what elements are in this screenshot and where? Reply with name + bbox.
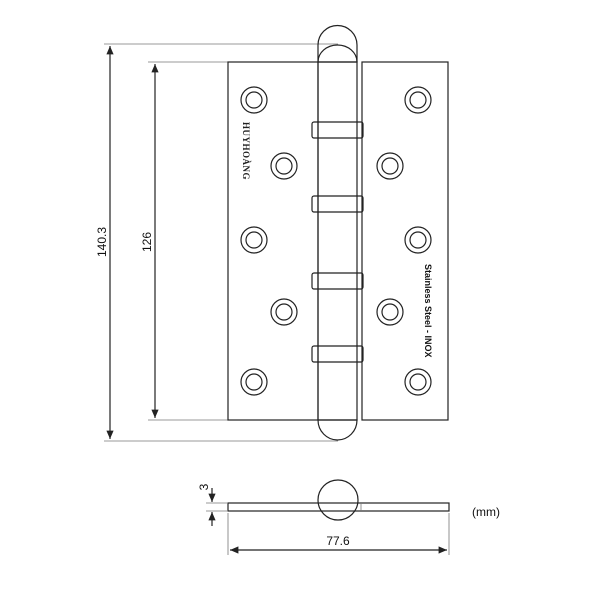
thickness-label: 3 — [197, 483, 211, 490]
screw-hole — [381, 157, 399, 175]
screw-hole — [409, 231, 427, 249]
unit-label: (mm) — [472, 505, 500, 519]
screw-hole — [245, 231, 263, 249]
material-label: Stainless Steel - INOX — [423, 264, 433, 358]
screw-hole — [270, 298, 298, 326]
knuckle — [311, 24, 364, 441]
knuckle-band — [311, 272, 364, 290]
screw-hole — [404, 226, 432, 254]
overall-height-label: 140.3 — [95, 227, 109, 257]
knuckle-band — [311, 345, 364, 363]
extension-lines — [104, 43, 338, 442]
right-leaf — [361, 61, 449, 421]
screw-hole — [245, 373, 263, 391]
leaf-height-dimension: 126 — [140, 64, 159, 418]
knuckle-band — [311, 121, 364, 139]
screw-hole — [240, 226, 268, 254]
width-label: 77.6 — [326, 534, 350, 548]
logo-text: HUYHOÀNG — [241, 122, 251, 180]
screw-hole — [409, 91, 427, 109]
screw-hole — [270, 152, 298, 180]
side-view: 3 77.6 (mm) — [197, 479, 500, 555]
screw-hole — [376, 298, 404, 326]
screw-holes — [240, 86, 432, 396]
screw-hole — [275, 157, 293, 175]
overall-height-dimension: 140.3 — [95, 46, 114, 439]
knuckle-band — [311, 195, 364, 213]
screw-hole — [275, 303, 293, 321]
screw-hole — [409, 373, 427, 391]
screw-hole — [245, 91, 263, 109]
screw-hole — [240, 368, 268, 396]
screw-hole — [381, 303, 399, 321]
screw-hole — [404, 368, 432, 396]
screw-hole — [376, 152, 404, 180]
leaf-height-label: 126 — [140, 232, 154, 252]
screw-hole — [404, 86, 432, 114]
screw-hole — [240, 86, 268, 114]
